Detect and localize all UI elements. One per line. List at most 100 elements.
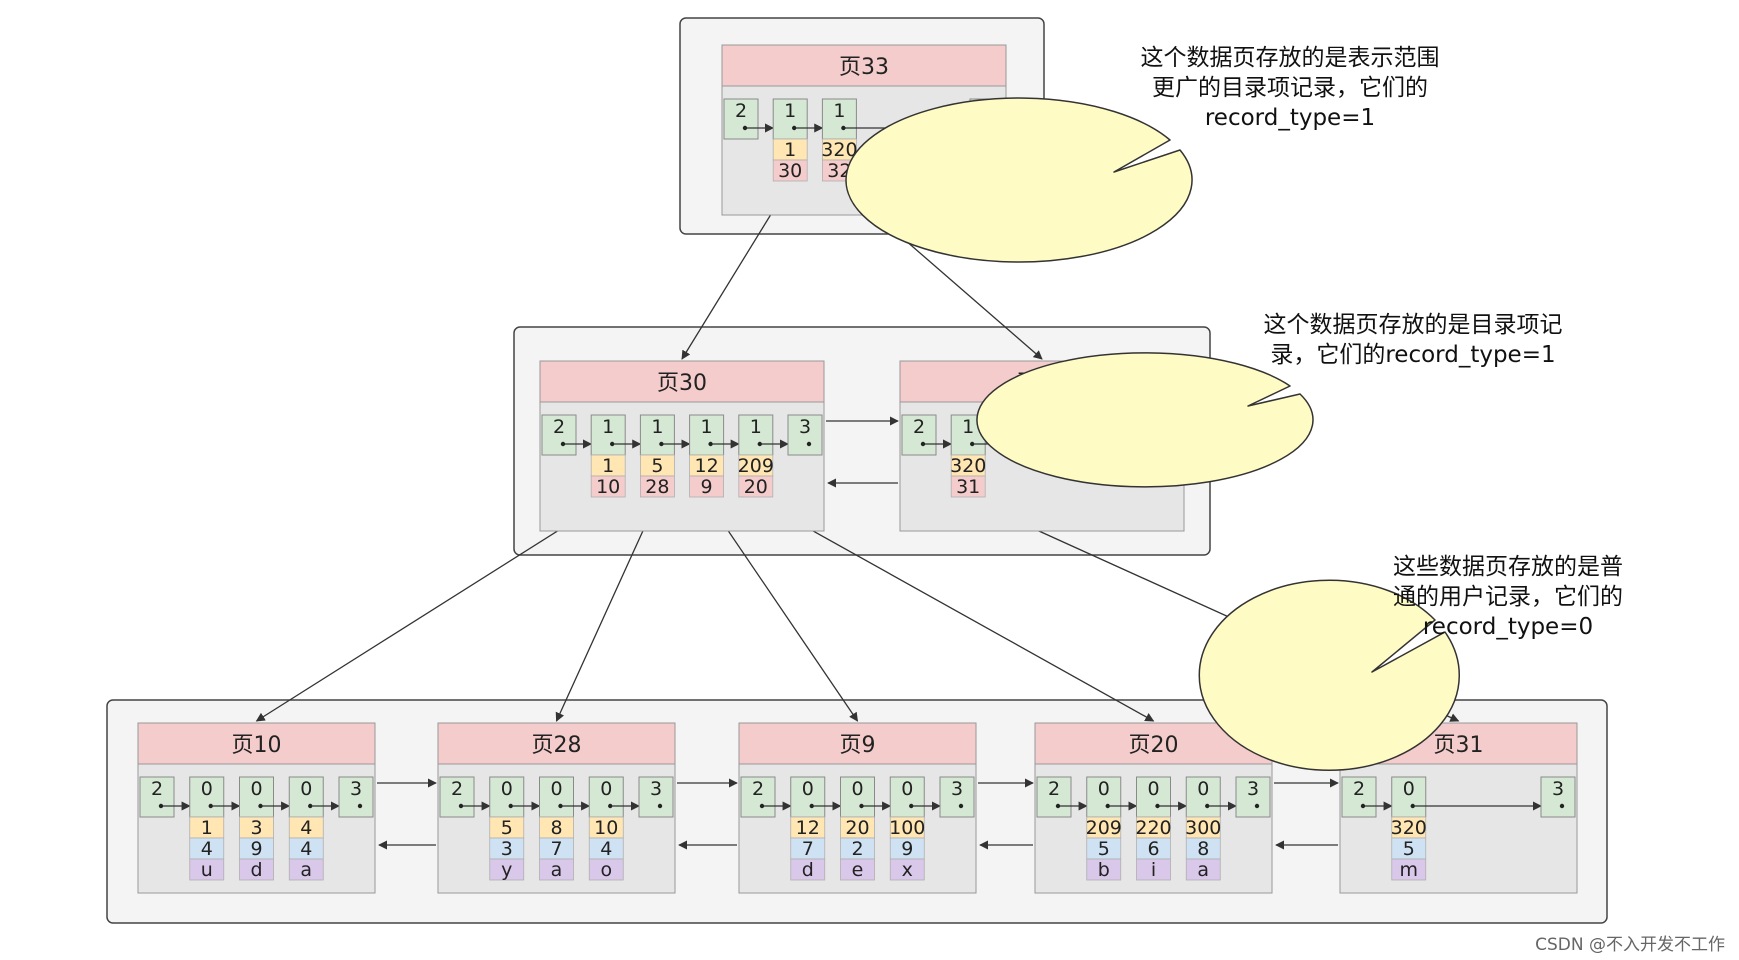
page-leaf-0-record-header-value-1: 0: [201, 778, 213, 800]
page-leaf-4-record-header-2: [1540, 776, 1576, 818]
page-leaf-3-next-pointer-dot-2: [1155, 803, 1160, 809]
page-leaf-3-record-2-k: 300: [1185, 817, 1221, 839]
page-leaf-1-header: [437, 722, 676, 765]
page-top-record-header-value-0: 2: [735, 100, 747, 122]
page-mid-0-record-2-key: 12: [695, 455, 719, 477]
page-leaf-0-next-pointer-dot-3: [308, 803, 313, 809]
page-leaf-3-record-1-c: i: [1151, 859, 1156, 881]
page-leaf-2-record-1-k: 20: [845, 817, 869, 839]
page-leaf-3-record-1-v: 6: [1147, 838, 1159, 860]
page-leaf-3-record-header-1: [1086, 776, 1122, 818]
page-leaf-1-record-2-v: 4: [600, 838, 612, 860]
page-leaf-3-record-header-value-2: 0: [1147, 778, 1159, 800]
page-leaf-1-record-2-k: 10: [594, 817, 618, 839]
callout-middle: 这个数据页存放的是目录项记 录，它们的record_type=1: [976, 312, 1563, 488]
page-leaf-2-title: 页9: [840, 733, 876, 758]
page-leaf-1-record-header-1: [489, 776, 525, 818]
page-mid-0-record-header-value-3: 1: [701, 416, 713, 438]
callout-root: 这个数据页存放的是表示范围 更广的目录项记录，它们的 record_type=1: [845, 45, 1440, 263]
page-leaf-4-record-header-1: [1391, 776, 1427, 818]
page-leaf-0-record-2-c: a: [300, 859, 312, 881]
page-leaf-4-next-pointer-dot-1: [1410, 803, 1415, 809]
page-leaf-0-next-pointer-dot-2: [258, 803, 263, 809]
page-leaf-3-record-0-c: b: [1098, 859, 1110, 881]
callout-root-line-3: record_type=1: [1205, 105, 1375, 131]
page-top-record-header-value-1: 1: [784, 100, 796, 122]
page-leaf-2-record-header-3: [889, 776, 925, 818]
page-leaf-0-record-1-k: 3: [250, 817, 262, 839]
page-top-record-header-value-2: 1: [833, 100, 845, 122]
page-leaf-1-next-pointer-dot-4: [657, 803, 663, 809]
page-top-next-pointer-dot-2: [841, 125, 846, 131]
page-mid-0-record-header-value-2: 1: [651, 416, 663, 438]
page-leaf-4-record-0-c-cell: [1391, 858, 1427, 881]
page-leaf-2-next-pointer-dot-3: [909, 803, 914, 809]
page-leaf-4-record-header-value-1: 0: [1403, 778, 1415, 800]
page-mid-1-next-pointer-dot-1: [970, 441, 975, 447]
page-leaf-0-record-header-value-3: 0: [300, 778, 312, 800]
page-leaf-2-record-header-value-1: 0: [802, 778, 814, 800]
page-mid-0-record-3-key: 209: [738, 455, 774, 477]
page-leaf-4-record-header-0: [1341, 776, 1377, 818]
page-leaf-1-next-pointer-dot-1: [508, 803, 513, 809]
callout-leaf-line-2: 通的用户记录，它们的: [1393, 584, 1623, 610]
page-mid-0-record-header-value-1: 1: [602, 416, 614, 438]
page-leaf-2-next-pointer-dot-4: [958, 803, 964, 809]
page-leaf-1-record-2-c-cell: [588, 858, 624, 881]
page-top-next-pointer-dot-1: [792, 125, 797, 131]
page-mid-1-record-header-0: [901, 414, 937, 456]
page-top-title: 页33: [839, 55, 889, 80]
page-leaf-2-record-1-c-cell: [840, 858, 875, 881]
page-top-record-header-0: [723, 98, 759, 140]
page-leaf-2-record-header-1: [790, 776, 826, 818]
page-mid-1-next-pointer-dot-0: [920, 441, 926, 447]
callout-root-line-1: 这个数据页存放的是表示范围: [1141, 45, 1440, 71]
page-leaf-2-record-2-k: 100: [889, 817, 925, 839]
page-leaf-0-record-1-v: 9: [250, 838, 262, 860]
page-leaf-1-record-1-c-cell: [539, 858, 574, 881]
page-leaf-3-next-pointer-dot-1: [1105, 803, 1110, 809]
page-leaf-3-record-header-value-4: 3: [1247, 778, 1259, 800]
page-leaf-4-record-header-value-2: 3: [1552, 778, 1564, 800]
page-mid-0-record-header-1: [590, 414, 626, 456]
page-leaf-3-record-0-k: 209: [1086, 817, 1122, 839]
page-leaf-2-next-pointer-dot-0: [759, 803, 765, 809]
page-leaf-1-record-1-v: 7: [550, 838, 562, 860]
page-leaf-3-record-header-0: [1036, 776, 1072, 818]
page-leaf-0-record-0-v: 4: [201, 838, 213, 860]
page-mid-0-record-header-value-4: 1: [750, 416, 762, 438]
page-leaf-0-record-header-3: [288, 776, 324, 818]
page-top-record-1-key: 320: [821, 139, 857, 161]
callout-leaf: 这些数据页存放的是普 通的用户记录，它们的 record_type=0: [1198, 554, 1623, 772]
page-leaf-1-record-0-v: 3: [501, 838, 513, 860]
page-leaf-2-record-2-c: x: [902, 859, 913, 881]
page-leaf-0-record-0-c: u: [201, 859, 213, 881]
page-leaf-4-record-0-v: 5: [1403, 838, 1415, 860]
page-leaf-1-record-header-value-1: 0: [501, 778, 513, 800]
page-leaf-4-title: 页31: [1434, 733, 1484, 758]
page-leaf-1-record-0-c-cell: [489, 858, 525, 881]
page-leaf-3-record-header-4: [1235, 776, 1271, 818]
page-leaf-2-next-pointer-dot-1: [809, 803, 814, 809]
page-leaf-0-record-2-v: 4: [300, 838, 312, 860]
page-mid-0-record-header-value-5: 3: [799, 416, 811, 438]
page-leaf-0-record-1-c-cell: [239, 858, 274, 881]
page-leaf-1-record-header-value-4: 3: [650, 778, 662, 800]
page-mid-0-next-pointer-dot-4: [757, 441, 762, 447]
callout-middle-line-2: 录，它们的record_type=1: [1270, 342, 1555, 368]
callout-leaf-line-3: record_type=0: [1423, 614, 1593, 640]
page-leaf-0-next-pointer-dot-0: [158, 803, 164, 809]
page-mid-0-header: [539, 360, 825, 403]
page-leaf-2-record-0-v: 7: [802, 838, 814, 860]
pointer-mid-0-to-leaf-1: [555, 498, 658, 722]
page-leaf-0-record-0-c-cell: [189, 858, 225, 881]
page-leaf-3-next-pointer-dot-4: [1254, 803, 1260, 809]
page-mid-0-record-header-5: [787, 414, 823, 456]
page-mid-1-record-0-key: 320: [950, 455, 986, 477]
page-leaf-1-record-1-k: 8: [550, 817, 562, 839]
page-leaf-0-record-header-value-0: 2: [151, 778, 163, 800]
